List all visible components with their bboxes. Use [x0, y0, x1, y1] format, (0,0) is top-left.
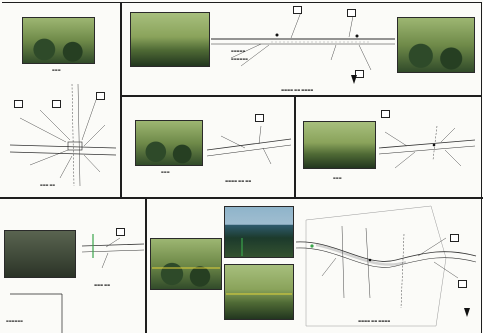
- svg-text:▬▬▬▬▬: ▬▬▬▬▬: [231, 49, 245, 53]
- svg-text:▬▬▬▬ ▬▬ ▬▬▬▬: ▬▬▬▬ ▬▬ ▬▬▬▬: [281, 88, 313, 92]
- callout-box: [14, 100, 23, 108]
- callout-box: [96, 92, 105, 100]
- plan-sketch: ▬▬▬ ▬▬: [9, 83, 117, 187]
- photo-caption: ▬▬▬: [333, 176, 342, 180]
- callout-box: [450, 234, 459, 242]
- plan-sketch: ▬▬▬▬ ▬▬ ▬▬: [206, 125, 292, 183]
- plan-sketch: ▬▬▬▬▬▬ ▬▬▬ ▬▬: [6, 234, 145, 333]
- site-photo: [224, 264, 294, 320]
- svg-text:▬▬▬ ▬▬: ▬▬▬ ▬▬: [94, 283, 110, 287]
- site-photo: [130, 12, 210, 67]
- frame-divider: [120, 2, 122, 198]
- overlay-markers: [152, 238, 292, 295]
- site-photo: [303, 121, 376, 169]
- panel-middle-left: ▬▬▬ ▬▬▬▬ ▬▬ ▬▬: [121, 96, 294, 197]
- callout-box: [255, 114, 264, 122]
- north-arrow: [351, 75, 357, 84]
- panel-middle-right: ▬▬▬: [295, 96, 481, 197]
- callout-box: [52, 100, 61, 108]
- callout-box: [458, 280, 467, 288]
- site-photo: [22, 17, 95, 64]
- panel-top-wide: ▬▬▬▬▬ ▬▬▬▬▬▬ ▬▬▬▬ ▬▬ ▬▬▬▬: [121, 0, 481, 95]
- callout-box: [293, 6, 302, 14]
- svg-text:▬▬▬▬ ▬▬ ▬▬▬▬: ▬▬▬▬ ▬▬ ▬▬▬▬: [358, 319, 390, 323]
- svg-text:▬▬▬▬ ▬▬ ▬▬: ▬▬▬▬ ▬▬ ▬▬: [225, 179, 251, 183]
- frame-divider: [145, 198, 147, 333]
- callout-box: [347, 9, 356, 17]
- photo-caption: ▬▬▬: [161, 170, 170, 174]
- panel-top-left: ▬▬▬ ▬▬▬ ▬▬: [0, 0, 120, 197]
- frame-divider: [120, 95, 481, 97]
- site-photo: [135, 120, 203, 166]
- site-photo: [224, 206, 294, 258]
- site-photo: [150, 238, 222, 290]
- callout-box: [116, 228, 125, 236]
- frame-divider: [2, 2, 482, 3]
- photo-caption: ▬▬▬: [52, 68, 61, 72]
- frame-divider: [481, 2, 482, 333]
- panel-bottom-left: ▬▬▬▬▬▬ ▬▬▬ ▬▬: [0, 198, 145, 333]
- site-photo: [4, 230, 76, 278]
- svg-text:▬▬▬▬▬▬: ▬▬▬▬▬▬: [231, 57, 248, 61]
- site-photo: [397, 17, 475, 73]
- callout-box: [381, 110, 390, 118]
- plan-sketch: [378, 125, 476, 169]
- north-arrow: [464, 308, 470, 317]
- plan-sketch: ▬▬▬▬ ▬▬ ▬▬▬▬: [295, 205, 477, 327]
- frame-divider: [0, 197, 483, 199]
- plan-sketch: ▬▬▬▬▬ ▬▬▬▬▬▬ ▬▬▬▬ ▬▬ ▬▬▬▬: [211, 11, 395, 92]
- svg-text:▬▬▬ ▬▬: ▬▬▬ ▬▬: [40, 183, 55, 187]
- panel-bottom-wide: ▬▬▬▬ ▬▬ ▬▬▬▬: [146, 198, 481, 333]
- svg-text:▬▬▬▬▬▬: ▬▬▬▬▬▬: [6, 319, 23, 323]
- callout-box: [355, 70, 364, 78]
- frame-divider: [294, 95, 296, 198]
